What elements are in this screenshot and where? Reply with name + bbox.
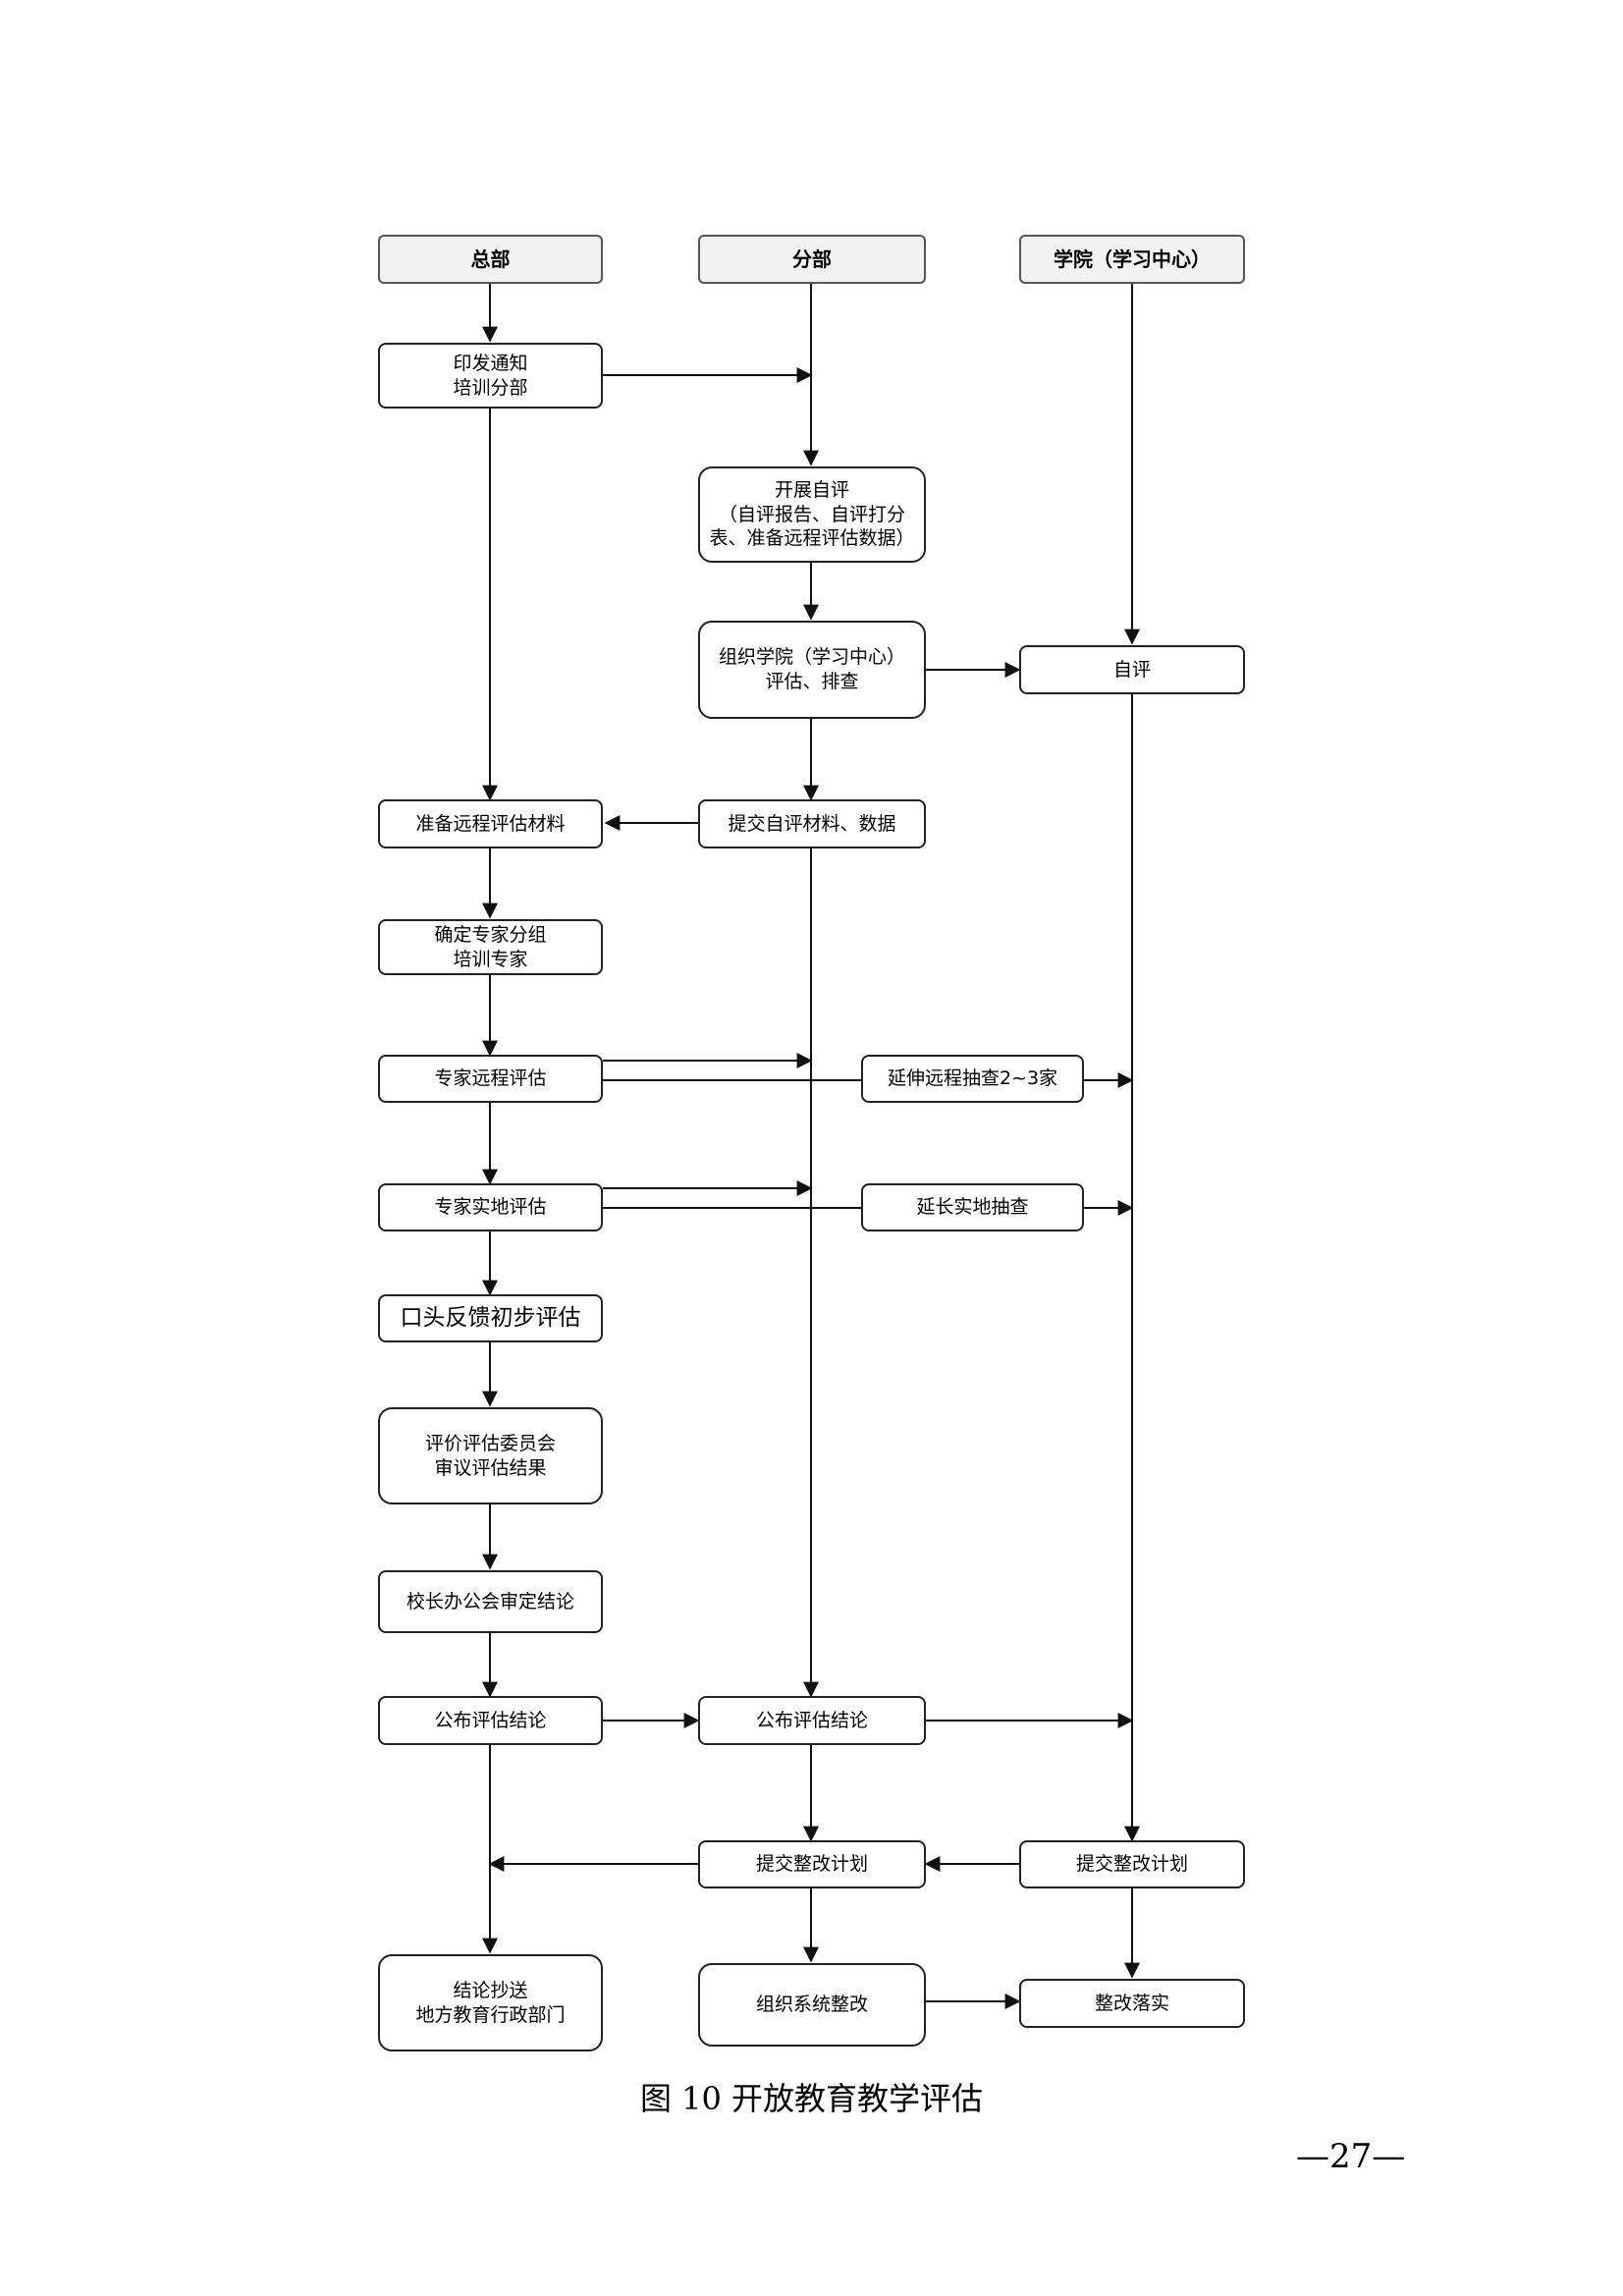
node-oral-feedback: 口头反馈初步评估 [378,1294,603,1342]
page-number: —27— [1296,2137,1406,2176]
lane-header-college: 学院（学习中心） [1019,235,1245,284]
node-extend-site: 延长实地抽查 [861,1183,1084,1231]
lane-header-hq: 总部 [378,235,603,284]
lane-header-branch: 分部 [698,235,926,284]
node-publish-branch: 公布评估结论 [698,1696,926,1745]
node-self-eval: 开展自评（自评报告、自评打分表、准备远程评估数据） [698,466,926,563]
node-submit-plan-college: 提交整改计划 [1019,1840,1245,1888]
node-extend-remote: 延伸远程抽查2~3家 [861,1055,1084,1103]
node-prepare-remote: 准备远程评估材料 [378,799,603,848]
node-expert-group: 确定专家分组培训专家 [378,919,603,975]
node-organize-rectify: 组织系统整改 [698,1963,926,2047]
node-president-office: 校长办公会审定结论 [378,1570,603,1633]
node-implement: 整改落实 [1019,1979,1245,2028]
node-organize-college: 组织学院（学习中心）评估、排查 [698,621,926,719]
node-expert-remote: 专家远程评估 [378,1055,603,1103]
node-submit-self: 提交自评材料、数据 [698,799,926,848]
node-copy-send: 结论抄送地方教育行政部门 [378,1954,603,2051]
node-college-self-eval: 自评 [1019,645,1245,694]
node-committee: 评价评估委员会审议评估结果 [378,1407,603,1504]
figure-caption: 图 10 开放教育教学评估 [639,2080,984,2117]
node-expert-site: 专家实地评估 [378,1183,603,1231]
node-submit-plan-branch: 提交整改计划 [698,1840,926,1888]
node-publish-hq: 公布评估结论 [378,1696,603,1745]
node-print-notice: 印发通知培训分部 [378,343,603,409]
